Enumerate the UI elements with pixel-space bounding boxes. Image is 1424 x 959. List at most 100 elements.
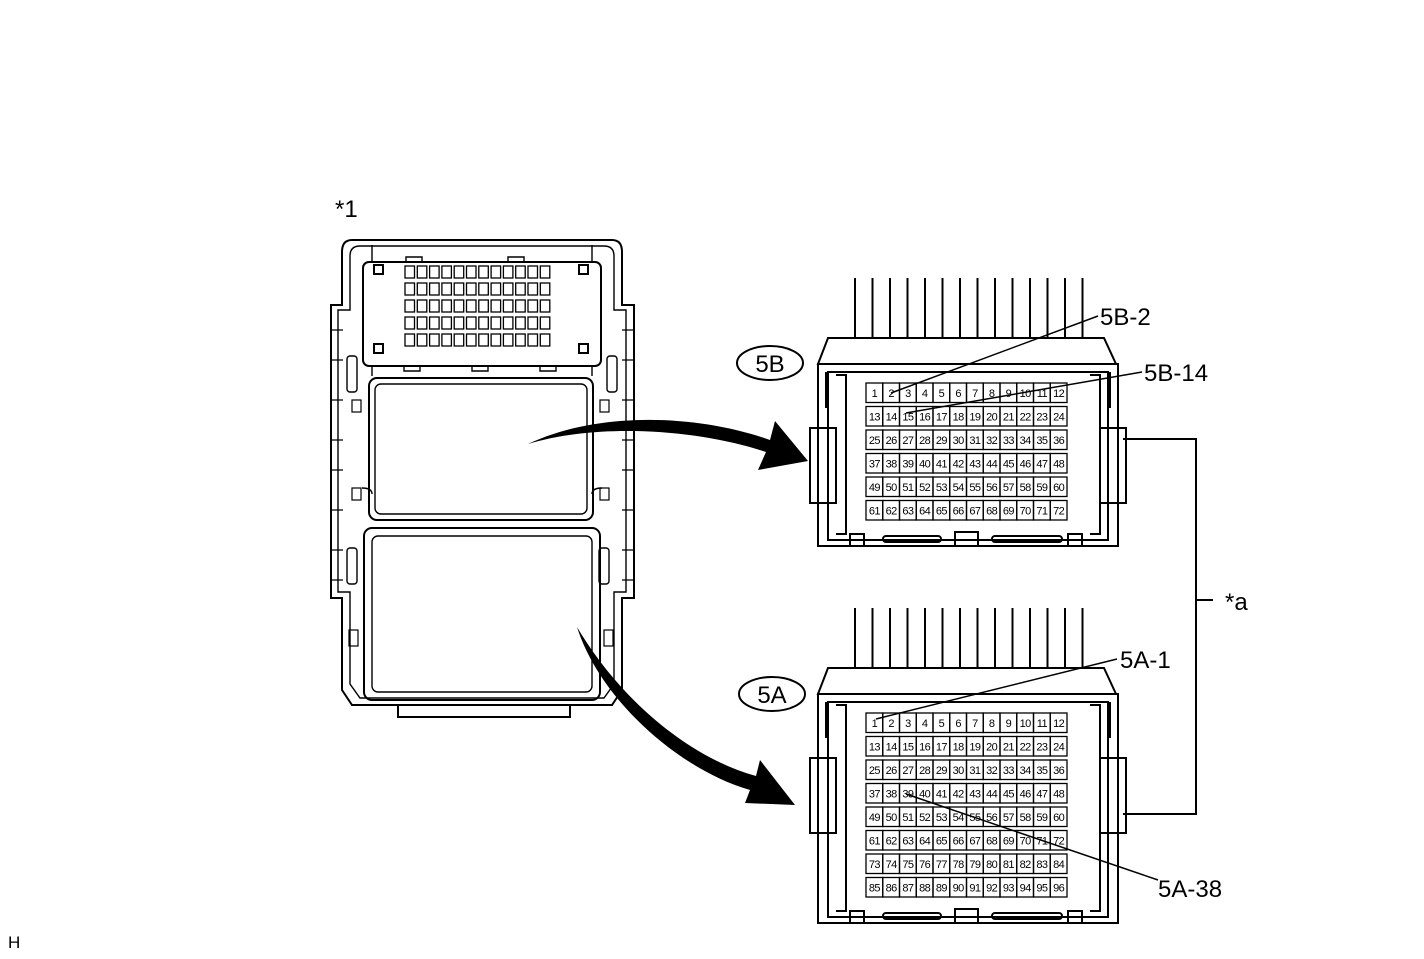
callout-5a-38: 5A-38: [1158, 876, 1222, 903]
pin-number: 33: [1003, 435, 1015, 447]
ecu-pin-cell: [527, 265, 539, 279]
ecu-pin-cell: [490, 316, 502, 330]
pin-number: 29: [936, 435, 948, 447]
connector-5b-bubble: [736, 345, 804, 381]
pin-number: 12: [1053, 718, 1065, 730]
connector-inner: [827, 371, 1109, 541]
pin-number: 57: [1003, 482, 1015, 494]
ecu-pin-cell: [441, 316, 453, 330]
pin-number: 52: [919, 812, 931, 824]
pin-number: 55: [969, 482, 981, 494]
pin-number: 86: [886, 883, 898, 895]
pin-number: 89: [936, 883, 948, 895]
pin-number: 44: [986, 459, 998, 471]
pin-number: 47: [1036, 789, 1048, 801]
ecu-marker: *1: [335, 196, 358, 223]
pin-number: 2: [888, 388, 894, 400]
pin-number: 19: [969, 412, 981, 424]
pin-cell: [1049, 829, 1068, 851]
connector-body: [817, 363, 1119, 547]
pin-number: 73: [869, 859, 881, 871]
pin-cell: [1049, 499, 1068, 521]
pin-number: 44: [986, 789, 998, 801]
pin-number: 1: [872, 388, 878, 400]
connector-cap: [816, 337, 1118, 365]
pin-number: 31: [969, 765, 981, 777]
pin-number: 48: [1053, 459, 1065, 471]
pin-number: 13: [869, 742, 881, 754]
latch-left: [809, 427, 837, 504]
pin-number: 6: [955, 388, 961, 400]
connector-5b-id: 5B: [755, 351, 784, 378]
pin-number: 49: [869, 812, 881, 824]
pin-number: 92: [986, 883, 998, 895]
pin-number: 34: [1020, 765, 1032, 777]
ecu-pin-cell: [478, 282, 489, 296]
ecu-pin-cell: [441, 299, 453, 313]
pin-number: 63: [902, 506, 914, 518]
ecu-pin-cell: [478, 265, 489, 279]
ecu-pin-cell: [515, 265, 526, 279]
ecu-pin-cell: [539, 265, 551, 279]
ecu-pin-cell: [453, 282, 465, 296]
pin-number: 70: [1020, 506, 1032, 518]
pin-number: 59: [1036, 812, 1048, 824]
pin-number: 2: [888, 718, 894, 730]
pin-number: 19: [969, 742, 981, 754]
pin-number: 36: [1053, 435, 1065, 447]
pin-number: 8: [989, 718, 995, 730]
callout-lines: [875, 315, 1159, 881]
pin-number: 47: [1036, 459, 1048, 471]
ecu-pin-cell: [490, 265, 502, 279]
pin-number: 40: [919, 789, 931, 801]
a-marker: *a: [1225, 589, 1248, 616]
ecu-pin-cell: [502, 299, 514, 313]
ecu-pin-cell: [465, 282, 477, 296]
callout-5a-1: 5A-1: [1120, 647, 1171, 674]
pin-number: 51: [902, 812, 914, 824]
pin-number: 21: [1003, 742, 1015, 754]
pin-number: 82: [1020, 859, 1032, 871]
bottom-slot: [882, 912, 942, 920]
ecu-pin-cell: [416, 333, 428, 347]
pin-number: 18: [953, 412, 965, 424]
pin-number: 41: [936, 789, 948, 801]
pin-number: 46: [1020, 789, 1032, 801]
pin-number: 40: [919, 459, 931, 471]
pin-number: 9: [1006, 718, 1012, 730]
pin-number: 61: [869, 836, 881, 848]
pin-number: 71: [1036, 506, 1048, 518]
ecu-pin-cell: [428, 333, 440, 347]
pin-cell: [1049, 782, 1068, 804]
ecu-pin-cell: [441, 282, 453, 296]
pin-number: 32: [986, 765, 998, 777]
ecu-pin-cell: [478, 299, 489, 313]
pin-number: 56: [986, 482, 998, 494]
ecu-pin-cell: [515, 333, 526, 347]
latch-clips: [825, 702, 1111, 738]
ecu-pin-cell: [453, 316, 465, 330]
ecu-pin-cell: [416, 265, 428, 279]
pin-number: 45: [1003, 459, 1015, 471]
pin-number: 31: [969, 435, 981, 447]
pin-number: 37: [869, 789, 881, 801]
pin-number: 4: [922, 718, 928, 730]
bottom-slot: [882, 535, 942, 543]
pin-number: 7: [972, 388, 978, 400]
ecu-pin-cell: [527, 333, 539, 347]
ecu-pin-cell: [404, 265, 416, 279]
pin-number: 4: [922, 388, 928, 400]
pin-number: 83: [1036, 859, 1048, 871]
pin-number: 70: [1020, 836, 1032, 848]
pin-number: 3: [905, 388, 911, 400]
pin-number: 17: [936, 412, 948, 424]
ecu-pin-cell: [527, 282, 539, 296]
pin-number: 12: [1053, 388, 1065, 400]
pin-number: 29: [936, 765, 948, 777]
pin-number: 57: [1003, 812, 1015, 824]
pin-number: 25: [869, 765, 881, 777]
pin-number: 18: [953, 742, 965, 754]
pin-number: 24: [1053, 412, 1065, 424]
pin-number: 58: [1020, 812, 1032, 824]
